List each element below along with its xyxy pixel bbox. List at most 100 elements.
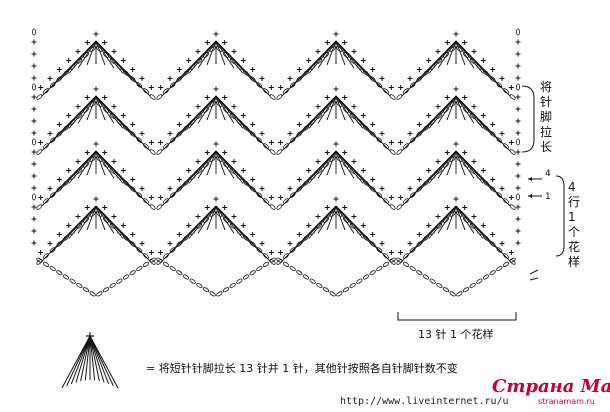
chain-stitch [323,107,329,113]
long-stitch [206,150,217,176]
sc-cross [490,67,496,72]
sc-cross [515,161,521,167]
chain-stitch [203,52,209,58]
chain-stitch [309,64,316,70]
sc-cross [351,159,357,164]
chain-stitch [329,211,336,217]
sc-cross [111,49,117,54]
chain-stitch [222,287,230,293]
chain-stitch [416,131,423,137]
chain-stitch [403,198,409,204]
chain-stitch [369,270,376,276]
chain-stitch [376,247,383,253]
chain-stitch [156,149,163,155]
chain-stitch [82,287,90,293]
chain-stitch [56,241,63,247]
chain-stitch [369,76,376,82]
chain-stitch [349,58,356,64]
sc-cross [471,49,477,54]
turning-chain [516,138,521,146]
chain-stitch [336,156,343,162]
sc-cross [453,86,459,92]
chain-stitch [109,113,116,119]
sc-cross [66,113,72,118]
sc-cross [435,49,441,54]
long-stitch [197,150,217,179]
sc-cross [204,150,210,155]
source-url: http://www.liveinternet.ru/u [340,396,509,407]
sc-cross [158,195,164,200]
chain-stitch [76,168,83,174]
long-stitch [86,95,97,121]
chain-stitch [109,282,116,288]
chain-stitch [503,253,509,259]
long-stitch [326,205,337,231]
chain-stitch [289,82,296,88]
chain-stitch [409,266,416,272]
sc-cross [120,223,126,228]
chain-stitch [256,247,263,253]
chain-stitch [456,211,463,217]
sc-cross [499,241,505,246]
sc-cross [306,223,312,228]
sc-cross [47,76,53,81]
chain-stitch [343,52,349,58]
legend-long-stitch [84,335,91,381]
legend-long-stitch [89,335,119,389]
sc-cross [471,104,477,109]
sc-cross [250,122,256,127]
chain-stitch [263,143,269,149]
sc-cross [508,140,514,145]
sc-cross [66,58,72,63]
sc-cross [195,214,201,219]
sc-cross [56,232,62,237]
chain-stitch [303,180,309,186]
sc-cross [56,122,62,127]
chain-stitch [263,253,269,259]
chain-stitch [69,119,76,125]
sc-cross [515,173,521,179]
long-stitch [317,150,337,179]
long-stitch-bracket [521,85,535,153]
chain-stitch [409,192,416,198]
chain-stitch [243,125,249,131]
chain-stitch [303,70,309,76]
chain-stitch [89,291,96,297]
legend-long-stitch [89,335,110,385]
chain-stitch [43,143,49,149]
chain-stitch [223,162,229,168]
chain-stitch [322,287,330,293]
sc-cross [268,140,274,145]
chain-stitch [69,278,76,284]
chain-stitch [369,241,376,247]
chain-stitch [143,253,149,259]
chain-stitch [509,257,516,263]
long-stitch [446,150,457,176]
sc-cross [453,31,459,37]
sc-cross [120,113,126,118]
sc-cross [167,76,173,81]
chain-stitch [402,261,410,267]
sc-cross [93,31,99,37]
sc-cross [204,205,210,210]
sc-cross [222,40,228,45]
chain-stitch [209,211,216,217]
chain-stitch [169,137,176,143]
long-stitch [95,150,106,176]
chain-stitch [389,149,396,155]
rows-repeat-char-0: 4 [568,180,576,194]
chain-stitch [389,94,396,100]
long-stitch [335,95,355,124]
chain-stitch [209,156,216,162]
rows-repeat-char-4: 花 [568,239,580,254]
sc-cross [148,195,154,200]
chain-stitch [116,229,123,235]
legend-fan-symbol [61,332,119,389]
chain-stitch [403,253,409,259]
chain-stitch [429,229,436,235]
long-stitch [455,40,511,97]
chain-stitch [289,266,296,272]
sc-cross [148,140,154,145]
sc-cross [287,131,293,136]
chain-stitch [223,52,229,58]
